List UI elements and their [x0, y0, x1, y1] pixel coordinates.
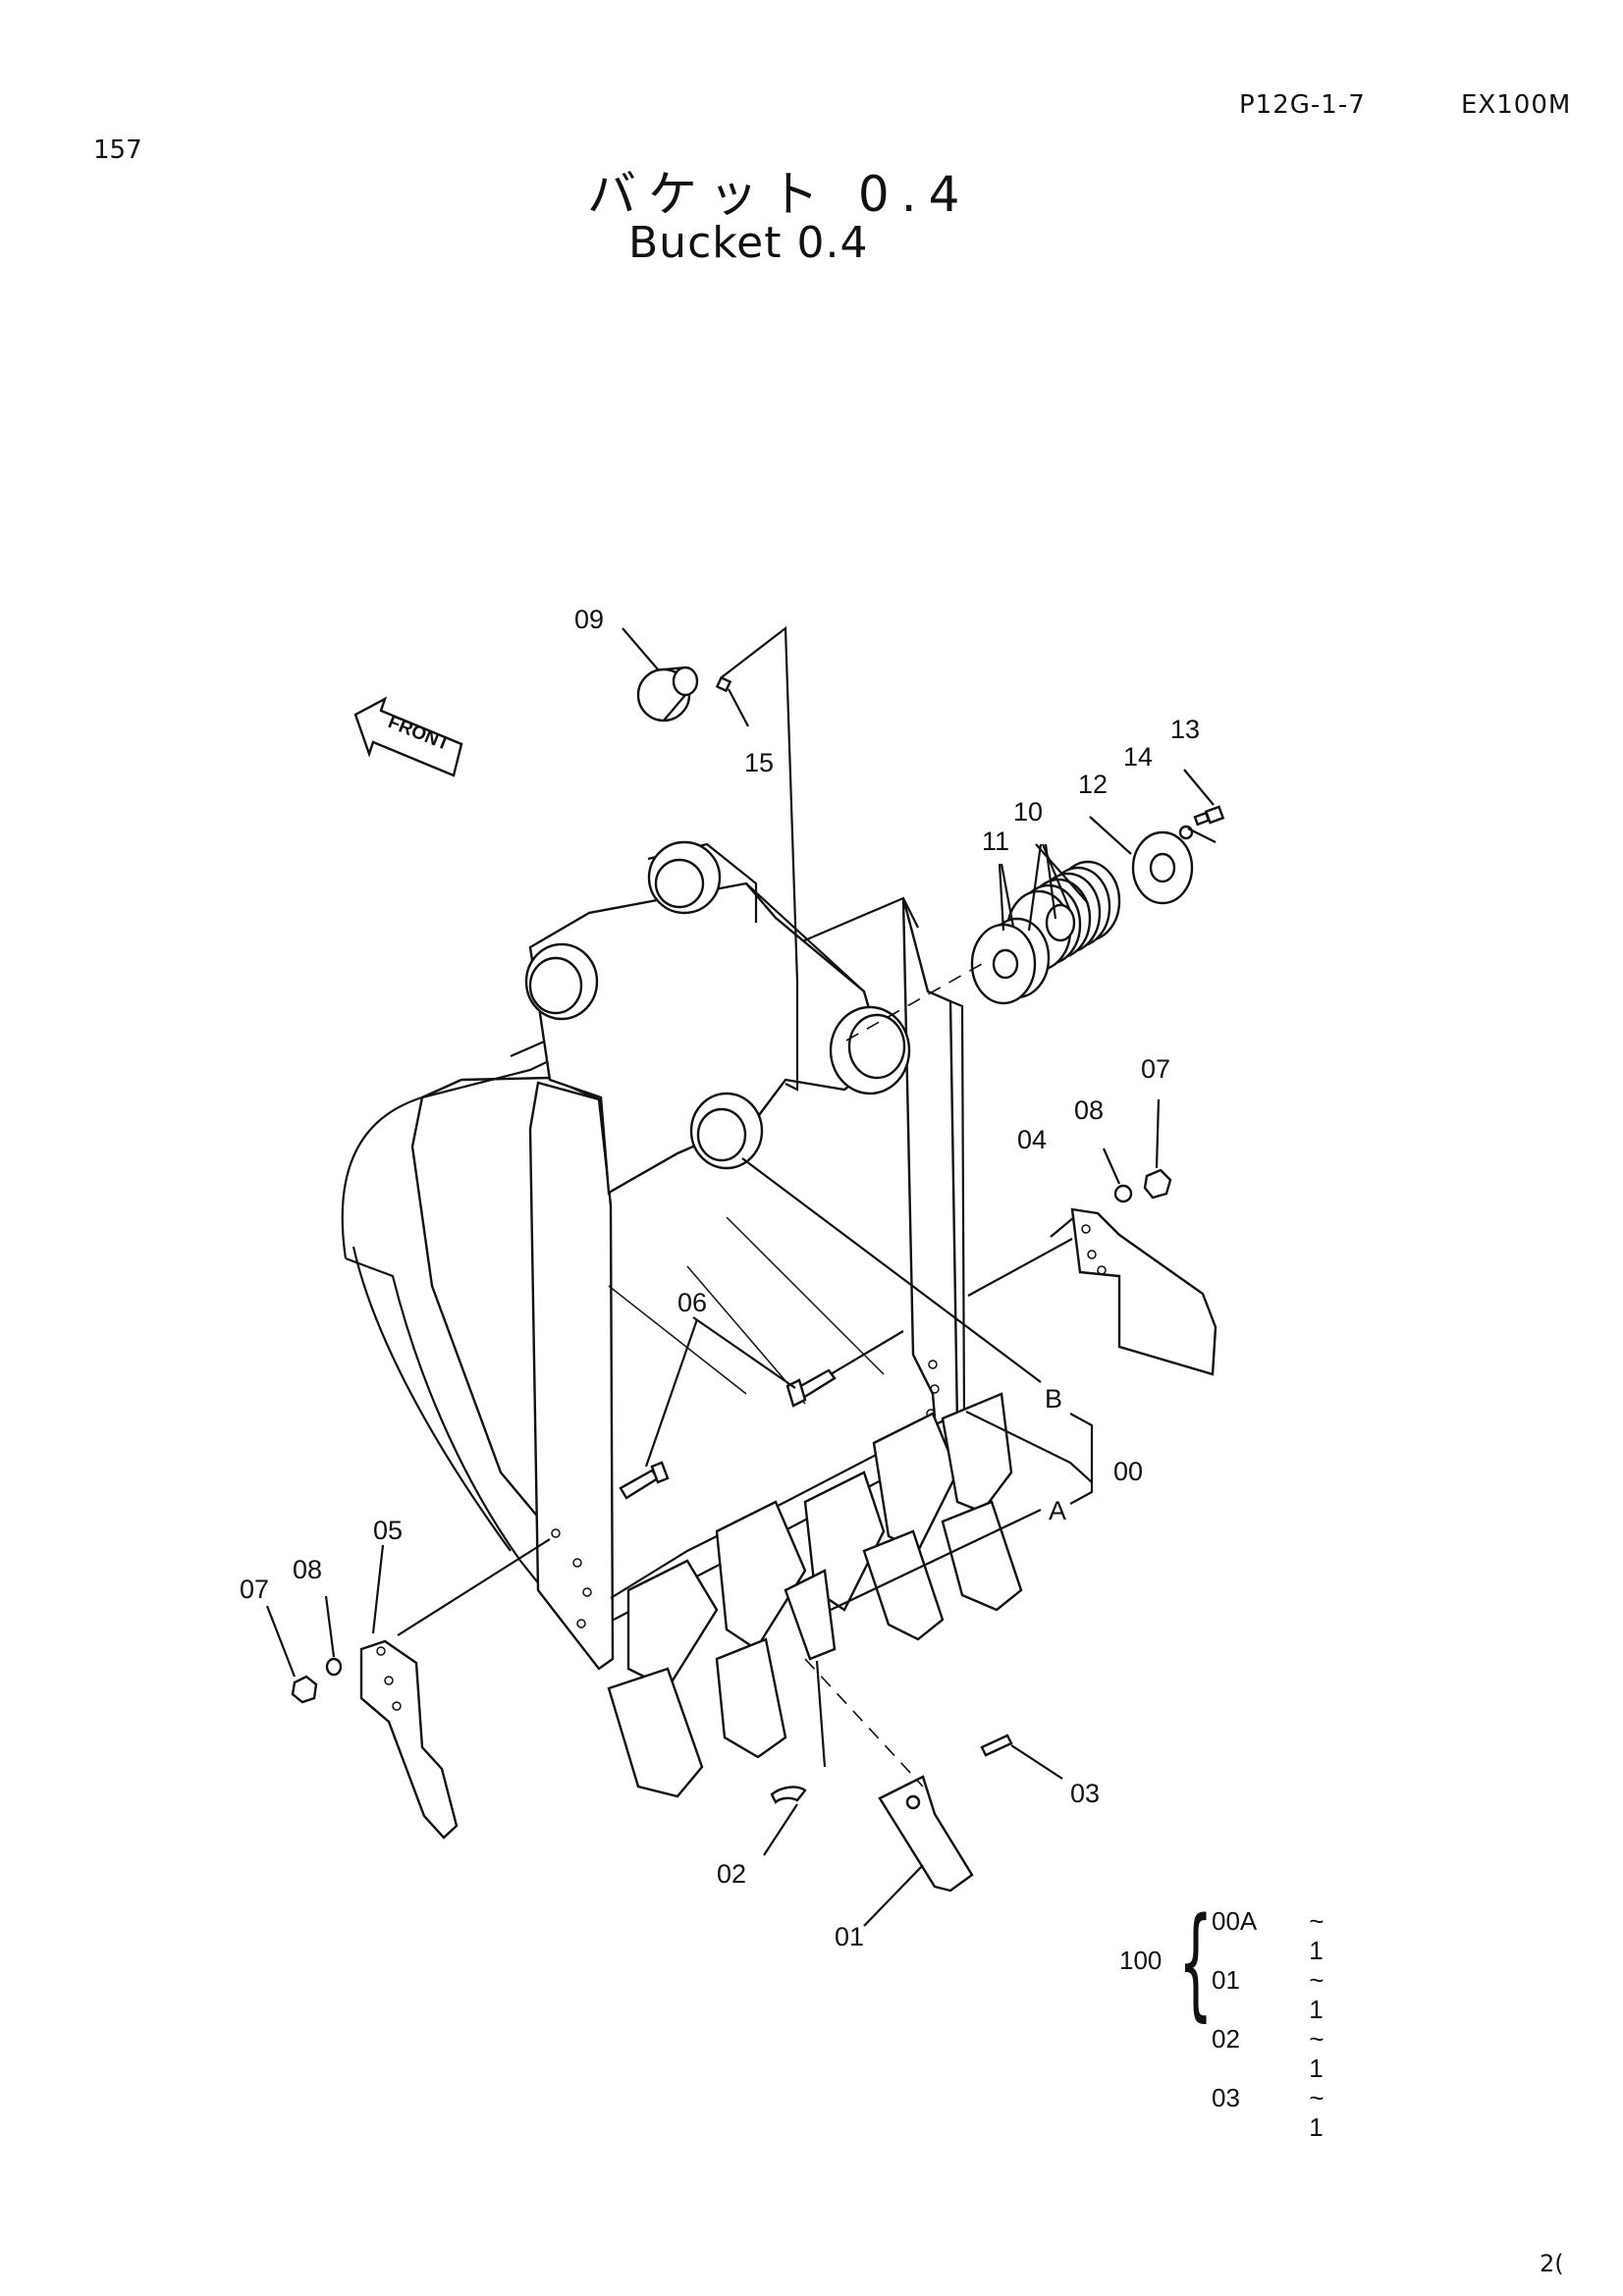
front-arrow-icon: FRONT	[353, 696, 463, 777]
model-name: EX100M	[1461, 90, 1572, 120]
page-title-english: Bucket 0.4	[628, 218, 869, 268]
part-14-washer	[1178, 825, 1194, 840]
set-item-part: 03	[1212, 2083, 1240, 2112]
callout-07-right: 07	[1141, 1054, 1170, 1084]
footer-page-ref: 2(	[1540, 2250, 1564, 2277]
part-13-bolt	[1193, 805, 1225, 827]
callout-04: 04	[1017, 1125, 1047, 1154]
set-item-list: 00A ~ 1 01 ~ 1 02 ~ 1 03 ~ 1	[1212, 1906, 1338, 2142]
callout-B: B	[1045, 1384, 1062, 1414]
callout-05: 05	[373, 1516, 403, 1545]
callout-A: A	[1049, 1496, 1066, 1525]
part-04-side-cutter	[1070, 1207, 1217, 1376]
callout-02: 02	[717, 1859, 746, 1889]
set-number: 100	[1119, 1946, 1163, 1975]
callout-00: 00	[1113, 1457, 1143, 1486]
part-07-nut-right	[1143, 1168, 1172, 1200]
part-08-washer-left	[325, 1657, 343, 1677]
part-08-washer-right	[1113, 1184, 1133, 1203]
callout-08-left: 08	[293, 1555, 322, 1584]
set-item-qty: ~ 1	[1309, 2024, 1325, 2083]
set-brace: {	[1178, 1893, 1214, 2034]
callout-07-left: 07	[240, 1575, 269, 1604]
part-06-bolt-lower	[619, 1461, 670, 1500]
part-12-plate	[1131, 830, 1194, 905]
callout-labels: 09 15 13 14 12 10 11 07 08 04 06 B 00 A …	[240, 605, 1200, 1951]
callout-11: 11	[982, 827, 1009, 856]
callout-14: 14	[1123, 742, 1153, 772]
part-11-spacer	[970, 917, 1051, 1005]
set-item-part: 02	[1212, 2024, 1240, 2054]
callout-10: 10	[1013, 797, 1043, 827]
set-item: 01 ~ 1	[1212, 1965, 1338, 2024]
set-item: 03 ~ 1	[1212, 2083, 1338, 2142]
set-item: 00A ~ 1	[1212, 1906, 1338, 1965]
part-07-nut-left	[291, 1675, 318, 1704]
callout-03: 03	[1070, 1779, 1100, 1808]
page-title-japanese: バケット 0.4	[587, 166, 972, 223]
set-item-qty: ~ 1	[1309, 2083, 1325, 2142]
set-item-qty: ~ 1	[1309, 1906, 1325, 1965]
document-code: P12G-1-7	[1239, 90, 1366, 120]
callout-13: 13	[1170, 715, 1200, 744]
part-03-pin	[980, 1734, 1013, 1757]
page-number: 157	[93, 135, 142, 165]
set-item-qty: ~ 1	[1309, 1965, 1325, 2024]
callout-01: 01	[835, 1922, 864, 1951]
part-01-tooth	[878, 1775, 974, 1893]
set-item: 02 ~ 1	[1212, 2024, 1338, 2083]
part-15-pin	[715, 675, 732, 693]
leader-lines	[265, 625, 1217, 1927]
callout-08-right: 08	[1074, 1095, 1104, 1125]
callout-06: 06	[677, 1288, 707, 1317]
set-item-part: 01	[1212, 1965, 1240, 1995]
part-05-side-cutter	[359, 1639, 459, 1840]
part-09-bushing	[636, 666, 699, 722]
callout-12: 12	[1078, 770, 1108, 799]
set-item-part: 00A	[1212, 1906, 1258, 1936]
callout-09: 09	[574, 605, 604, 634]
bucket-teeth	[607, 1392, 1023, 1798]
bucket-bracket	[524, 840, 911, 1195]
part-02-retainer	[770, 1786, 807, 1805]
callout-15: 15	[744, 748, 774, 777]
